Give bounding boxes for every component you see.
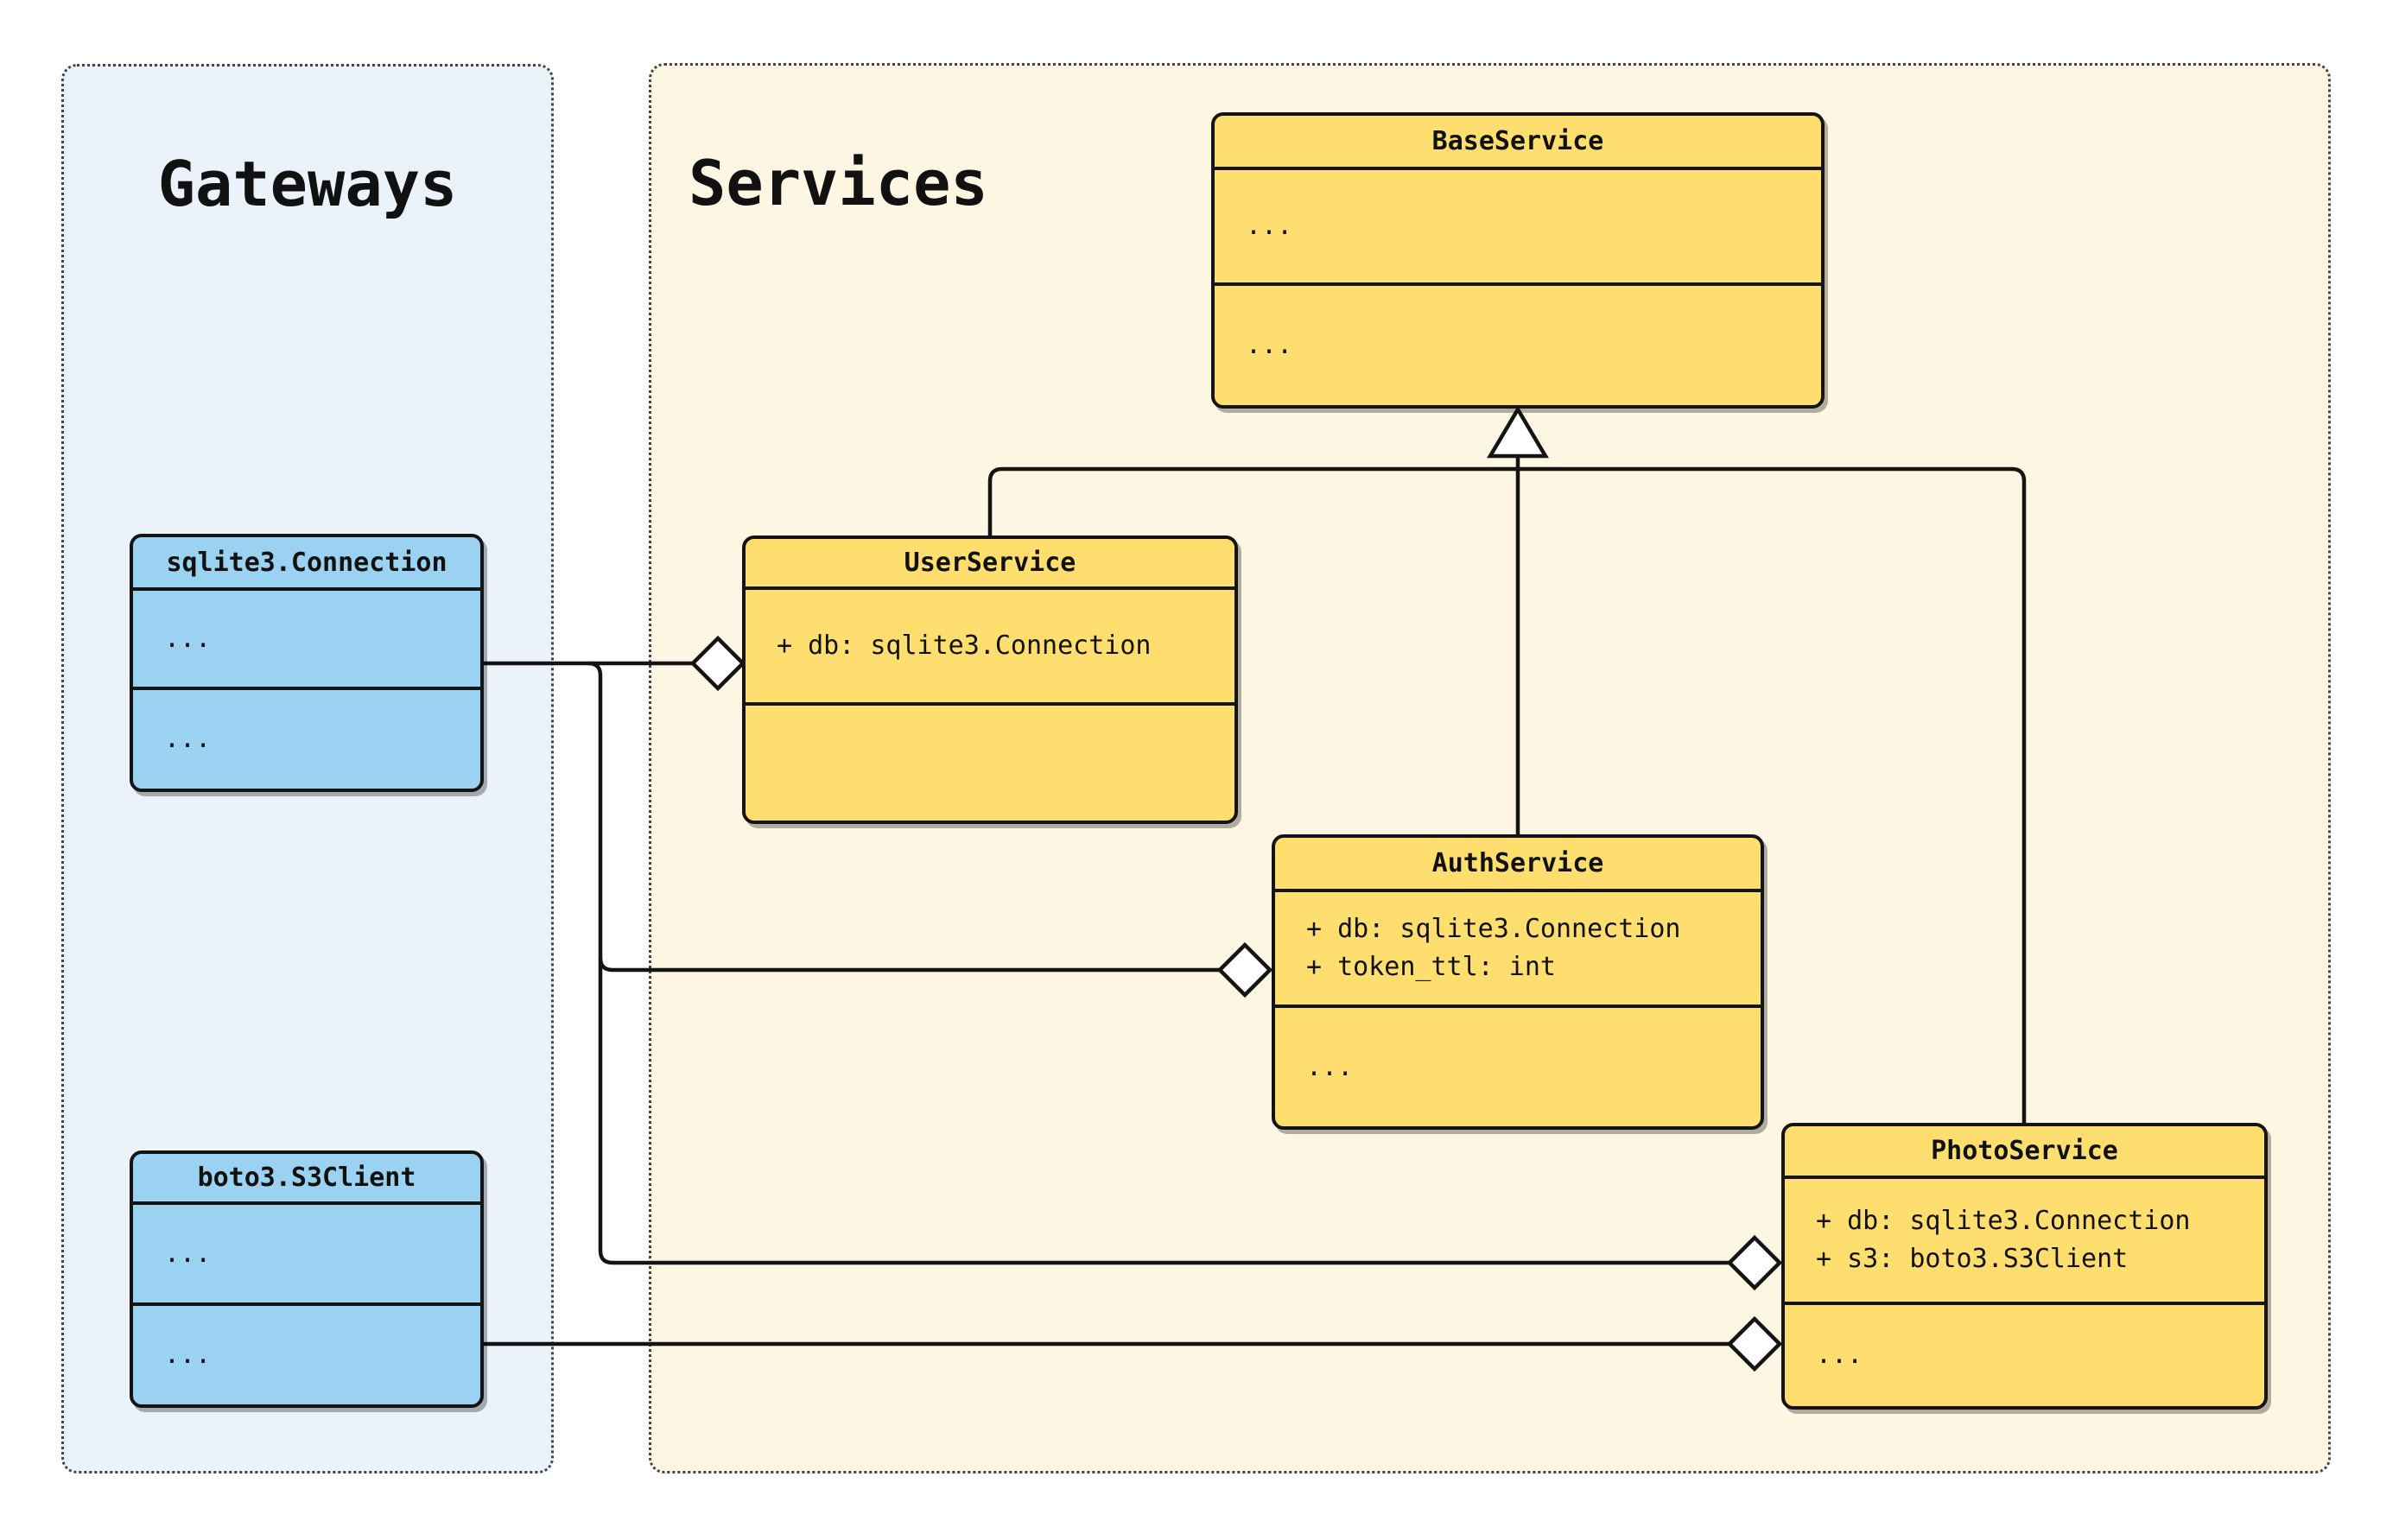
class-box-baseservice: BaseService ... ...: [1211, 112, 1825, 409]
class-box-photoservice: PhotoService + db: sqlite3.Connection + …: [1781, 1123, 2268, 1410]
class-box-boto3-s3client: boto3.S3Client ... ...: [130, 1150, 484, 1408]
attribute-line: + token_ttl: int: [1306, 951, 1556, 982]
attribute-line: ...: [1246, 210, 1293, 241]
class-box-authservice: AuthService + db: sqlite3.Connection + t…: [1272, 834, 1764, 1130]
class-attributes: ...: [133, 591, 480, 691]
class-title: PhotoService: [1785, 1126, 2264, 1179]
method-line: ...: [1246, 330, 1293, 361]
class-methods: ...: [1215, 286, 1821, 405]
class-attributes: ...: [1215, 170, 1821, 287]
method-line: ...: [1306, 1051, 1354, 1082]
class-title: AuthService: [1275, 838, 1761, 892]
class-attributes: ...: [133, 1205, 480, 1307]
class-methods: [746, 706, 1234, 821]
attribute-line: + db: sqlite3.Connection: [1306, 913, 1681, 944]
class-box-userservice: UserService + db: sqlite3.Connection: [742, 536, 1238, 824]
class-attributes: + db: sqlite3.Connection: [746, 590, 1234, 707]
class-title: sqlite3.Connection: [133, 537, 480, 592]
class-attributes: + db: sqlite3.Connection + token_ttl: in…: [1275, 892, 1761, 1009]
method-line: ...: [1816, 1340, 1863, 1371]
class-methods: ...: [133, 1306, 480, 1404]
method-line: ...: [164, 1340, 212, 1371]
attribute-line: + db: sqlite3.Connection: [777, 630, 1152, 661]
class-box-sqlite3-connection: sqlite3.Connection ... ...: [130, 534, 484, 792]
method-line: ...: [164, 724, 212, 755]
class-methods: ...: [133, 690, 480, 789]
class-title: boto3.S3Client: [133, 1154, 480, 1206]
gateways-title: Gateways: [157, 148, 458, 220]
attribute-line: + s3: boto3.S3Client: [1816, 1243, 2129, 1274]
class-methods: ...: [1275, 1008, 1761, 1126]
attribute-line: ...: [164, 623, 212, 654]
attribute-line: + db: sqlite3.Connection: [1816, 1205, 2191, 1236]
class-attributes: + db: sqlite3.Connection + s3: boto3.S3C…: [1785, 1179, 2264, 1305]
services-title: Services: [689, 147, 988, 219]
attribute-line: ...: [164, 1238, 212, 1269]
class-title: BaseService: [1215, 116, 1821, 170]
class-methods: ...: [1785, 1305, 2264, 1406]
class-title: UserService: [746, 539, 1234, 590]
